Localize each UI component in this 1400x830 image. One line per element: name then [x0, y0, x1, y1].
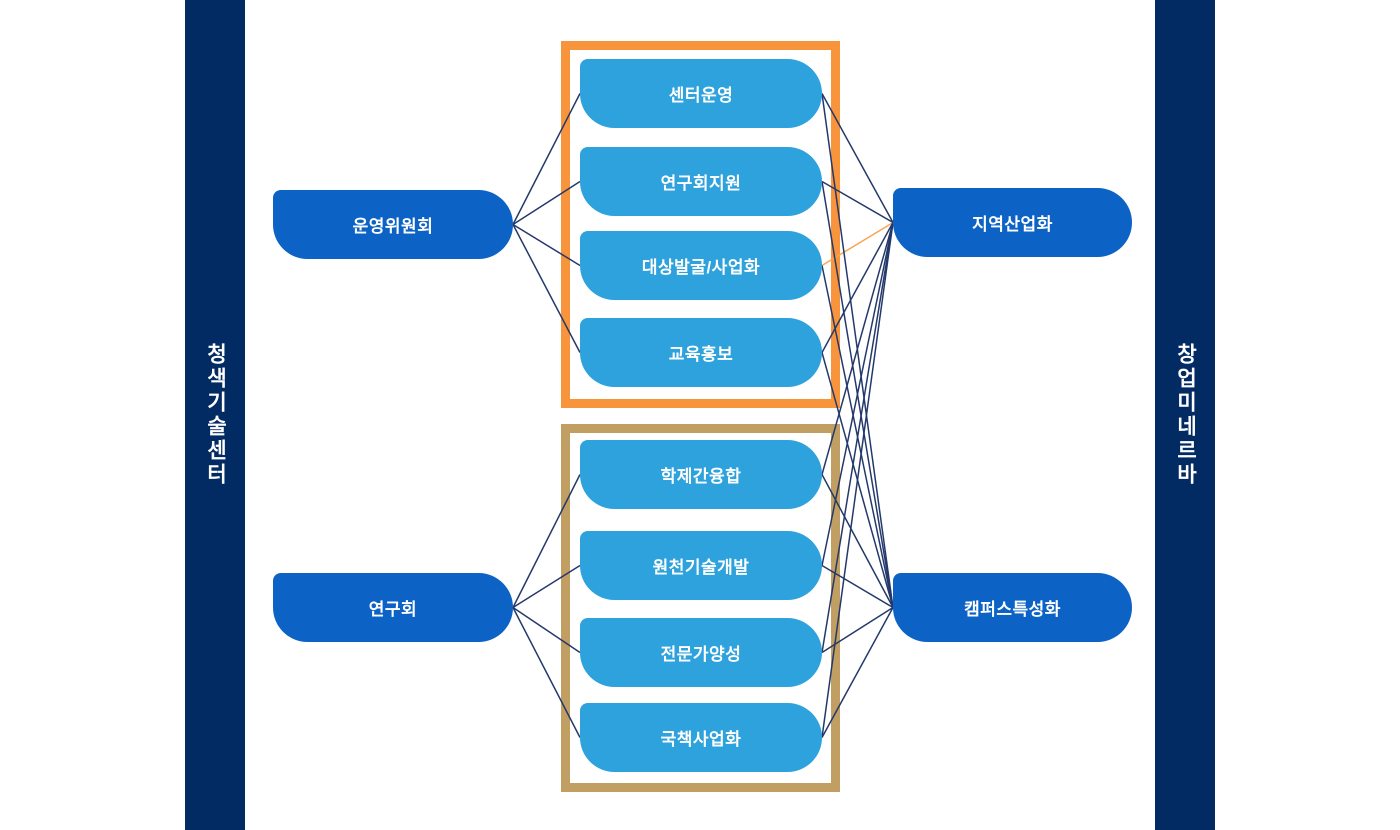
node-regional-industrialization: 지역산업화	[893, 188, 1132, 257]
node-label: 연구회지원	[660, 174, 742, 193]
node-label: 대상발굴/사업화	[641, 258, 761, 277]
node-campus-specialization: 캠퍼스특성화	[893, 573, 1132, 642]
right-sidebar-label: 창업미네르바	[1174, 343, 1197, 487]
node-core-technology-development: 원천기술개발	[580, 531, 822, 600]
node-education-promotion: 교육홍보	[580, 318, 822, 387]
node-label: 센터운영	[668, 86, 734, 105]
node-expert-training: 전문가양성	[580, 618, 822, 687]
node-label: 연구회	[368, 600, 418, 619]
node-discovery-commercialization: 대상발굴/사업화	[580, 231, 822, 300]
left-sidebar: 청색기술센터	[185, 0, 245, 830]
node-label: 전문가양성	[660, 645, 742, 664]
node-label: 국책사업화	[660, 730, 742, 749]
node-research-support: 연구회지원	[580, 147, 822, 216]
node-research-society: 연구회	[273, 573, 513, 642]
node-label: 지역산업화	[972, 215, 1053, 234]
right-sidebar: 창업미네르바	[1155, 0, 1215, 830]
left-sidebar-label: 청색기술센터	[204, 343, 227, 487]
node-interdisciplinary-convergence: 학제간융합	[580, 440, 822, 509]
node-label: 교육홍보	[668, 345, 734, 364]
node-label: 캠퍼스특성화	[964, 600, 1061, 619]
node-operating-committee: 운영위원회	[273, 190, 513, 259]
node-label: 운영위원회	[352, 217, 434, 236]
node-center-operation: 센터운영	[580, 59, 822, 128]
node-national-project: 국책사업화	[580, 703, 822, 772]
node-label: 원천기술개발	[652, 558, 750, 577]
node-label: 학제간융합	[660, 467, 742, 486]
